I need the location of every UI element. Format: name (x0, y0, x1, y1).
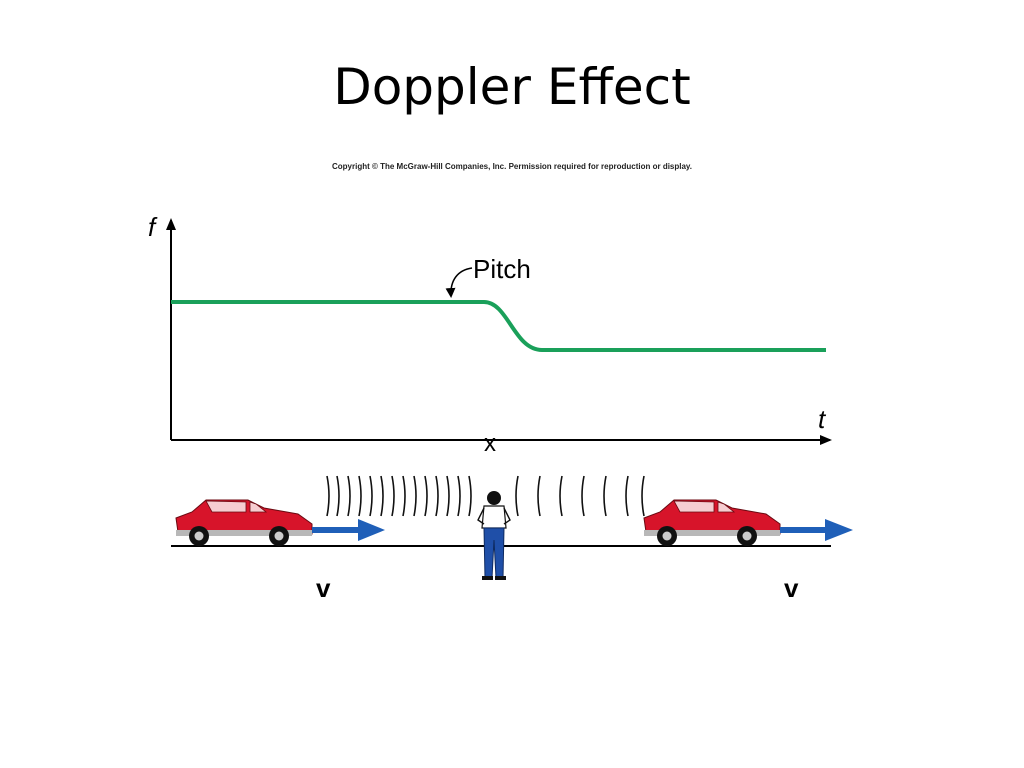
slide-title: Doppler Effect (333, 58, 691, 116)
observer-marker: x (484, 430, 496, 457)
pitch-pointer-arrow (445, 267, 473, 298)
copyright-notice: Copyright © The McGraw-Hill Companies, I… (331, 162, 693, 171)
car-approaching (175, 499, 313, 546)
wavefronts-ahead (326, 475, 472, 517)
velocity-arrow-right (780, 519, 853, 541)
y-axis-label: f (148, 212, 158, 242)
car-receding (643, 499, 781, 546)
velocity-label-right: v (784, 573, 799, 603)
velocity-arrow-left (312, 519, 385, 541)
velocity-label-left: v (316, 573, 331, 603)
observer-figure (477, 491, 511, 580)
x-axis-label: t (818, 404, 827, 434)
pitch-label: Pitch (473, 254, 531, 284)
pitch-curve (171, 300, 826, 352)
wavefronts-behind (515, 475, 645, 517)
